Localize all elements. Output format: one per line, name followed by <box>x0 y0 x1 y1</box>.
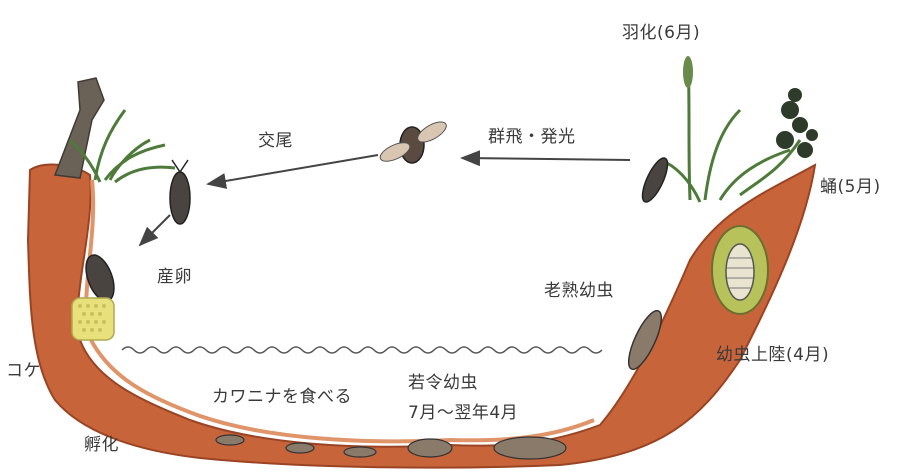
label-swarming: 群飛・発光 <box>488 127 576 147</box>
left-plants <box>68 109 176 184</box>
label-young-larva: 若令幼虫 <box>408 373 478 393</box>
egg-mass <box>71 297 115 341</box>
label-larva-period: 7月〜翌年4月 <box>408 403 519 423</box>
soil-basin <box>26 163 817 469</box>
label-larva-landing: 幼虫上陸(4月) <box>716 345 830 365</box>
label-emergence: 羽化(6月) <box>622 23 701 43</box>
adult-firefly-right <box>641 157 669 203</box>
egg-dots <box>78 304 106 332</box>
right-dark-foliage <box>776 88 818 158</box>
pupa <box>725 243 755 301</box>
label-hatching: 孵化 <box>84 435 119 455</box>
pupa-segments <box>727 257 753 289</box>
label-mating: 交尾 <box>258 131 293 151</box>
label-mature-larva: 老熟幼虫 <box>544 281 614 301</box>
mature-larva <box>627 309 663 371</box>
arrow-mating-to-egg-laying <box>138 214 171 247</box>
water-surface-line <box>121 346 603 354</box>
larvae-bottom <box>215 434 567 460</box>
tree-trunk <box>53 77 105 179</box>
label-egg-laying: 産卵 <box>157 267 192 287</box>
label-pupa: 蛹(5月) <box>820 177 881 197</box>
label-moss: コケ <box>6 361 41 381</box>
arrow-swarming-to-flying <box>460 150 631 167</box>
right-plants <box>659 59 802 203</box>
adult-firefly-left <box>169 159 191 225</box>
flying-firefly <box>379 121 447 164</box>
grass-seed-head <box>683 56 693 88</box>
label-eats-snails: カワニナを食べる <box>212 387 352 407</box>
arrow-flying-to-mating <box>206 154 379 189</box>
